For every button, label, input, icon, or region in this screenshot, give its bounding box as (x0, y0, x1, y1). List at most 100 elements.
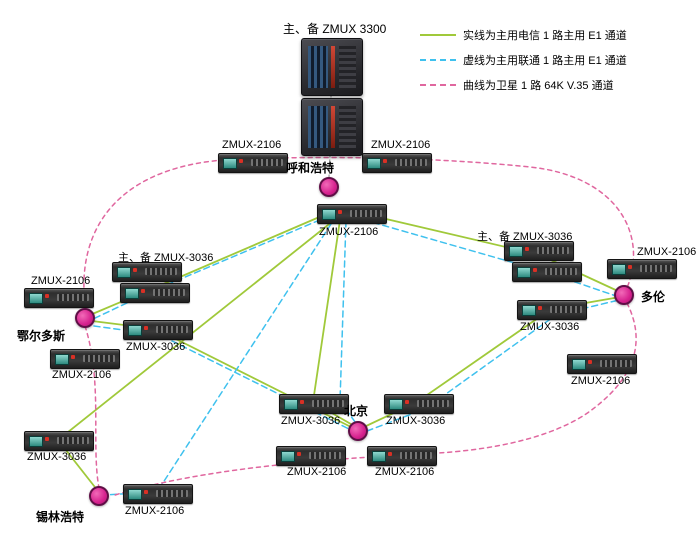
node-beijing (348, 421, 368, 441)
dots-detail (600, 360, 632, 367)
edge-ordos-xilinhot-satellite (84, 325, 100, 489)
legend-unicom-line (420, 58, 456, 61)
redled-detail (297, 452, 301, 456)
screen-detail (55, 354, 69, 365)
redled-detail (533, 268, 537, 272)
dots-detail (417, 400, 449, 407)
device-beijing-sat-left (276, 446, 346, 466)
redled-detail (144, 326, 148, 330)
dots-detail (550, 306, 582, 313)
node-hohhot (319, 177, 339, 197)
node-ordos (75, 308, 95, 328)
screen-detail (372, 451, 386, 462)
screen-detail (223, 158, 237, 169)
redbar-detail (331, 46, 335, 88)
redled-detail (383, 159, 387, 163)
device-label-xilinhot-sat: ZMUX-2106 (125, 505, 185, 517)
edge-chassis-node-link (328, 154, 331, 178)
device-xilinhot-3036 (24, 431, 94, 451)
node-duolun (614, 285, 634, 305)
device-label-duolun-sat: ZMUX-2106 (637, 246, 697, 258)
device-label-hohhot-main: ZMUX-2106 (319, 226, 379, 238)
city-label-duolun: 多伦 (641, 290, 666, 304)
device-beijing-sat-right (367, 446, 437, 466)
screen-detail (281, 451, 295, 462)
screen-detail (125, 288, 139, 299)
slots-detail (308, 106, 328, 148)
dots-detail (537, 247, 569, 254)
redled-detail (405, 400, 409, 404)
device-zmux3300-primary (301, 38, 363, 96)
city-label-hohhot: 呼和浩特 (286, 161, 335, 175)
screen-detail (522, 305, 536, 316)
screen-detail (509, 246, 523, 257)
panel-detail (339, 46, 356, 88)
device-right-3036-a (504, 241, 574, 261)
screen-detail (284, 399, 298, 410)
screen-detail (612, 264, 626, 275)
device-duolun-3036 (517, 300, 587, 320)
redled-detail (141, 289, 145, 293)
device-label-ordos-sat-top: ZMUX-2106 (31, 275, 91, 287)
screen-detail (29, 293, 43, 304)
dots-detail (312, 400, 344, 407)
device-label-hohhot-sat-left: ZMUX-2106 (222, 139, 282, 151)
redled-detail (338, 210, 342, 214)
panel-detail (339, 106, 356, 148)
dots-detail (251, 159, 283, 166)
legend-telecom-line (420, 33, 456, 36)
device-label-ordos-sat-bottom: ZMUX-2106 (52, 369, 112, 381)
dots-detail (395, 159, 427, 166)
device-label-left-3036-a: 主、备 ZMUX-3036 (118, 252, 214, 264)
redled-detail (588, 360, 592, 364)
device-label-beijing-3036-right: ZMUX-3036 (386, 415, 446, 427)
redled-detail (239, 159, 243, 163)
legend-item-satellite: 曲线为卫星 1 路 64K V.35 通道 (420, 78, 627, 92)
redbar-detail (331, 106, 335, 148)
dots-detail (156, 490, 188, 497)
dots-detail (309, 452, 341, 459)
redled-detail (45, 437, 49, 441)
legend-unicom-label: 虚线为主用联通 1 路主用 E1 通道 (463, 54, 627, 67)
device-left-3036-b (120, 283, 190, 303)
screen-detail (128, 325, 142, 336)
screen-detail (367, 158, 381, 169)
legend: 实线为主用电信 1 路主用 E1 通道虚线为主用联通 1 路主用 E1 通道曲线… (420, 28, 627, 92)
legend-telecom-label: 实线为主用电信 1 路主用 E1 通道 (463, 29, 627, 42)
dots-detail (145, 268, 177, 275)
redled-detail (525, 247, 529, 251)
redled-detail (144, 490, 148, 494)
screen-detail (117, 267, 131, 278)
device-xilinhot-sat (123, 484, 193, 504)
device-duolun-sat (607, 259, 677, 279)
edge-beijing-duolun-unicom (366, 299, 620, 432)
redled-detail (71, 355, 75, 359)
redled-detail (300, 400, 304, 404)
screen-detail (128, 489, 142, 500)
device-zmux3300-backup (301, 98, 363, 156)
dots-detail (640, 265, 672, 272)
device-southeast-sat (567, 354, 637, 374)
slots-detail (308, 46, 328, 88)
dots-detail (57, 294, 89, 301)
screen-detail (517, 267, 531, 278)
device-left-3036-a (112, 262, 182, 282)
legend-item-telecom: 实线为主用电信 1 路主用 E1 通道 (420, 28, 627, 42)
legend-item-unicom: 虚线为主用联通 1 路主用 E1 通道 (420, 53, 627, 67)
device-label-right-3036-a: 主、备 ZMUX-3036 (477, 231, 573, 243)
device-label-beijing-sat-right: ZMUX-2106 (375, 466, 435, 478)
device-label-xilinhot-3036: ZMUX-3036 (27, 451, 87, 463)
redled-detail (45, 294, 49, 298)
device-ordos-3036 (123, 320, 193, 340)
redled-detail (388, 452, 392, 456)
dots-detail (57, 437, 89, 444)
screen-detail (29, 436, 43, 447)
dots-detail (153, 289, 185, 296)
screen-detail (572, 359, 586, 370)
node-xilinhot (89, 486, 109, 506)
device-hohhot-sat-left (218, 153, 288, 173)
device-label-ordos-3036: ZMUX-3036 (126, 341, 186, 353)
device-hohhot-main (317, 204, 387, 224)
dots-detail (350, 210, 382, 217)
